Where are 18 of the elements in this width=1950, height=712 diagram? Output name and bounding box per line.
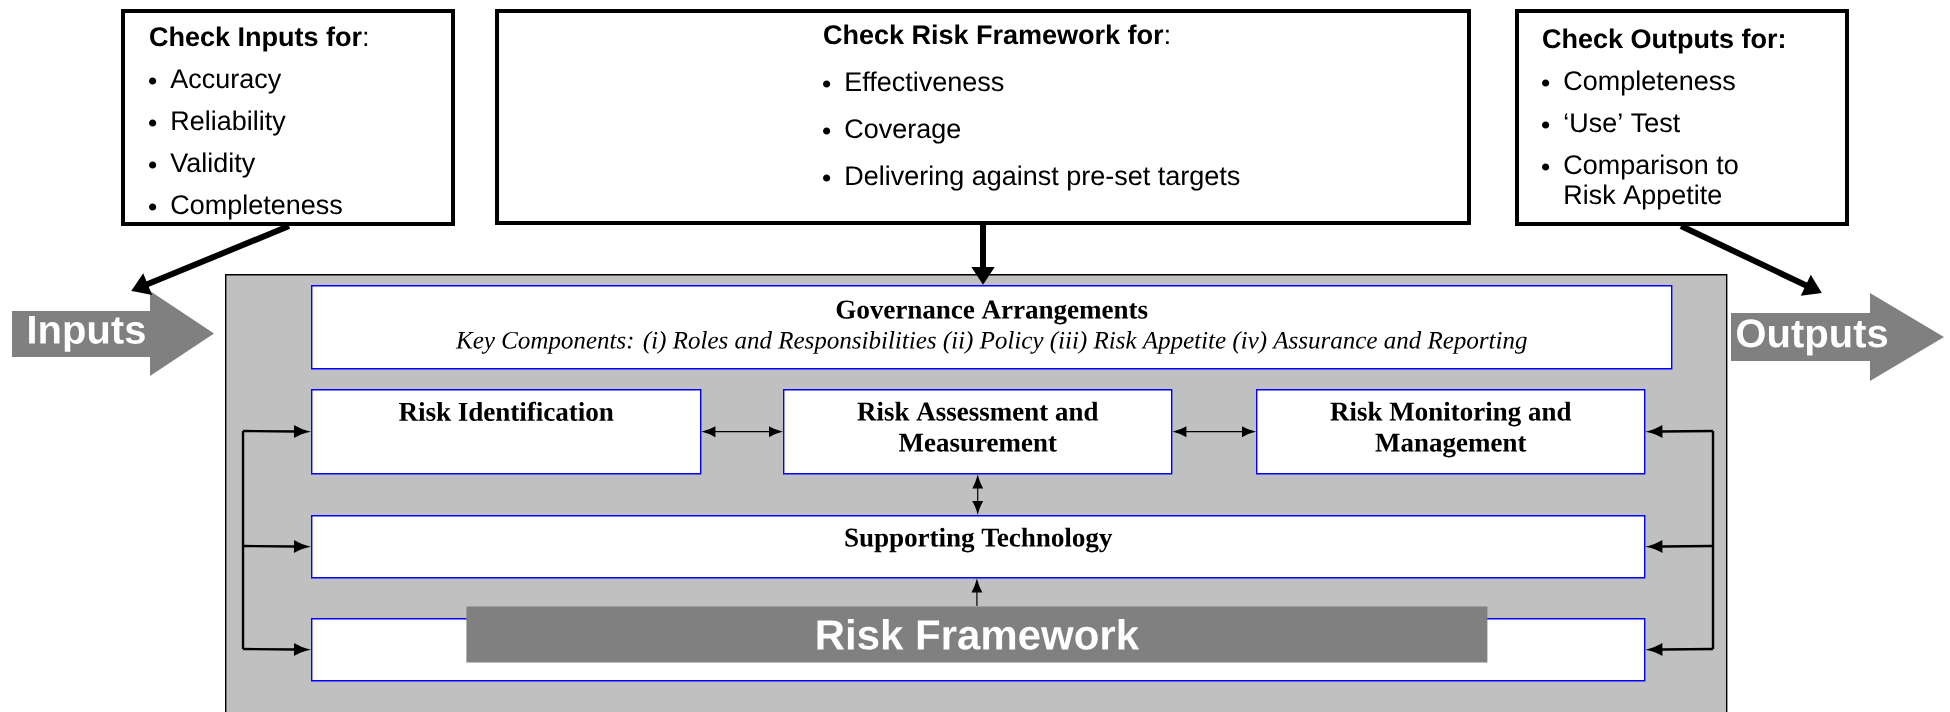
- arrow: [971, 580, 982, 607]
- arrow: [243, 643, 308, 656]
- process-box: Risk Identification: [311, 389, 702, 475]
- arrow: [972, 476, 983, 514]
- arrow: [703, 426, 782, 437]
- bracket-line: [241, 431, 245, 649]
- arrow: [1174, 426, 1255, 437]
- process-box: Risk Assessment and Measurement: [783, 389, 1173, 475]
- title-band: Risk Framework: [466, 606, 1488, 663]
- arrow: [243, 425, 308, 438]
- process-box: Supporting Technology: [311, 515, 1646, 579]
- check-box: Check Inputs for: Accuracy Reliability Validity Completeness: [121, 9, 455, 226]
- governance-box: Governance Arrangements Key Components: (i) Roles and Responsibilities (ii) Policy (iii) Risk Appetite (iv) Assurance and Reporting: [311, 285, 1673, 370]
- arrow: [243, 540, 308, 553]
- process-box: Risk Monitoring and Management: [1256, 389, 1646, 475]
- bracket-line: [1711, 431, 1715, 649]
- check-box: Check Risk Framework for: Effectiveness Coverage Delivering against pre-set targets: [495, 9, 1471, 225]
- check-box: Check Outputs for: Completeness ‘Use’ Test Comparison to Risk Appetite: [1515, 9, 1849, 226]
